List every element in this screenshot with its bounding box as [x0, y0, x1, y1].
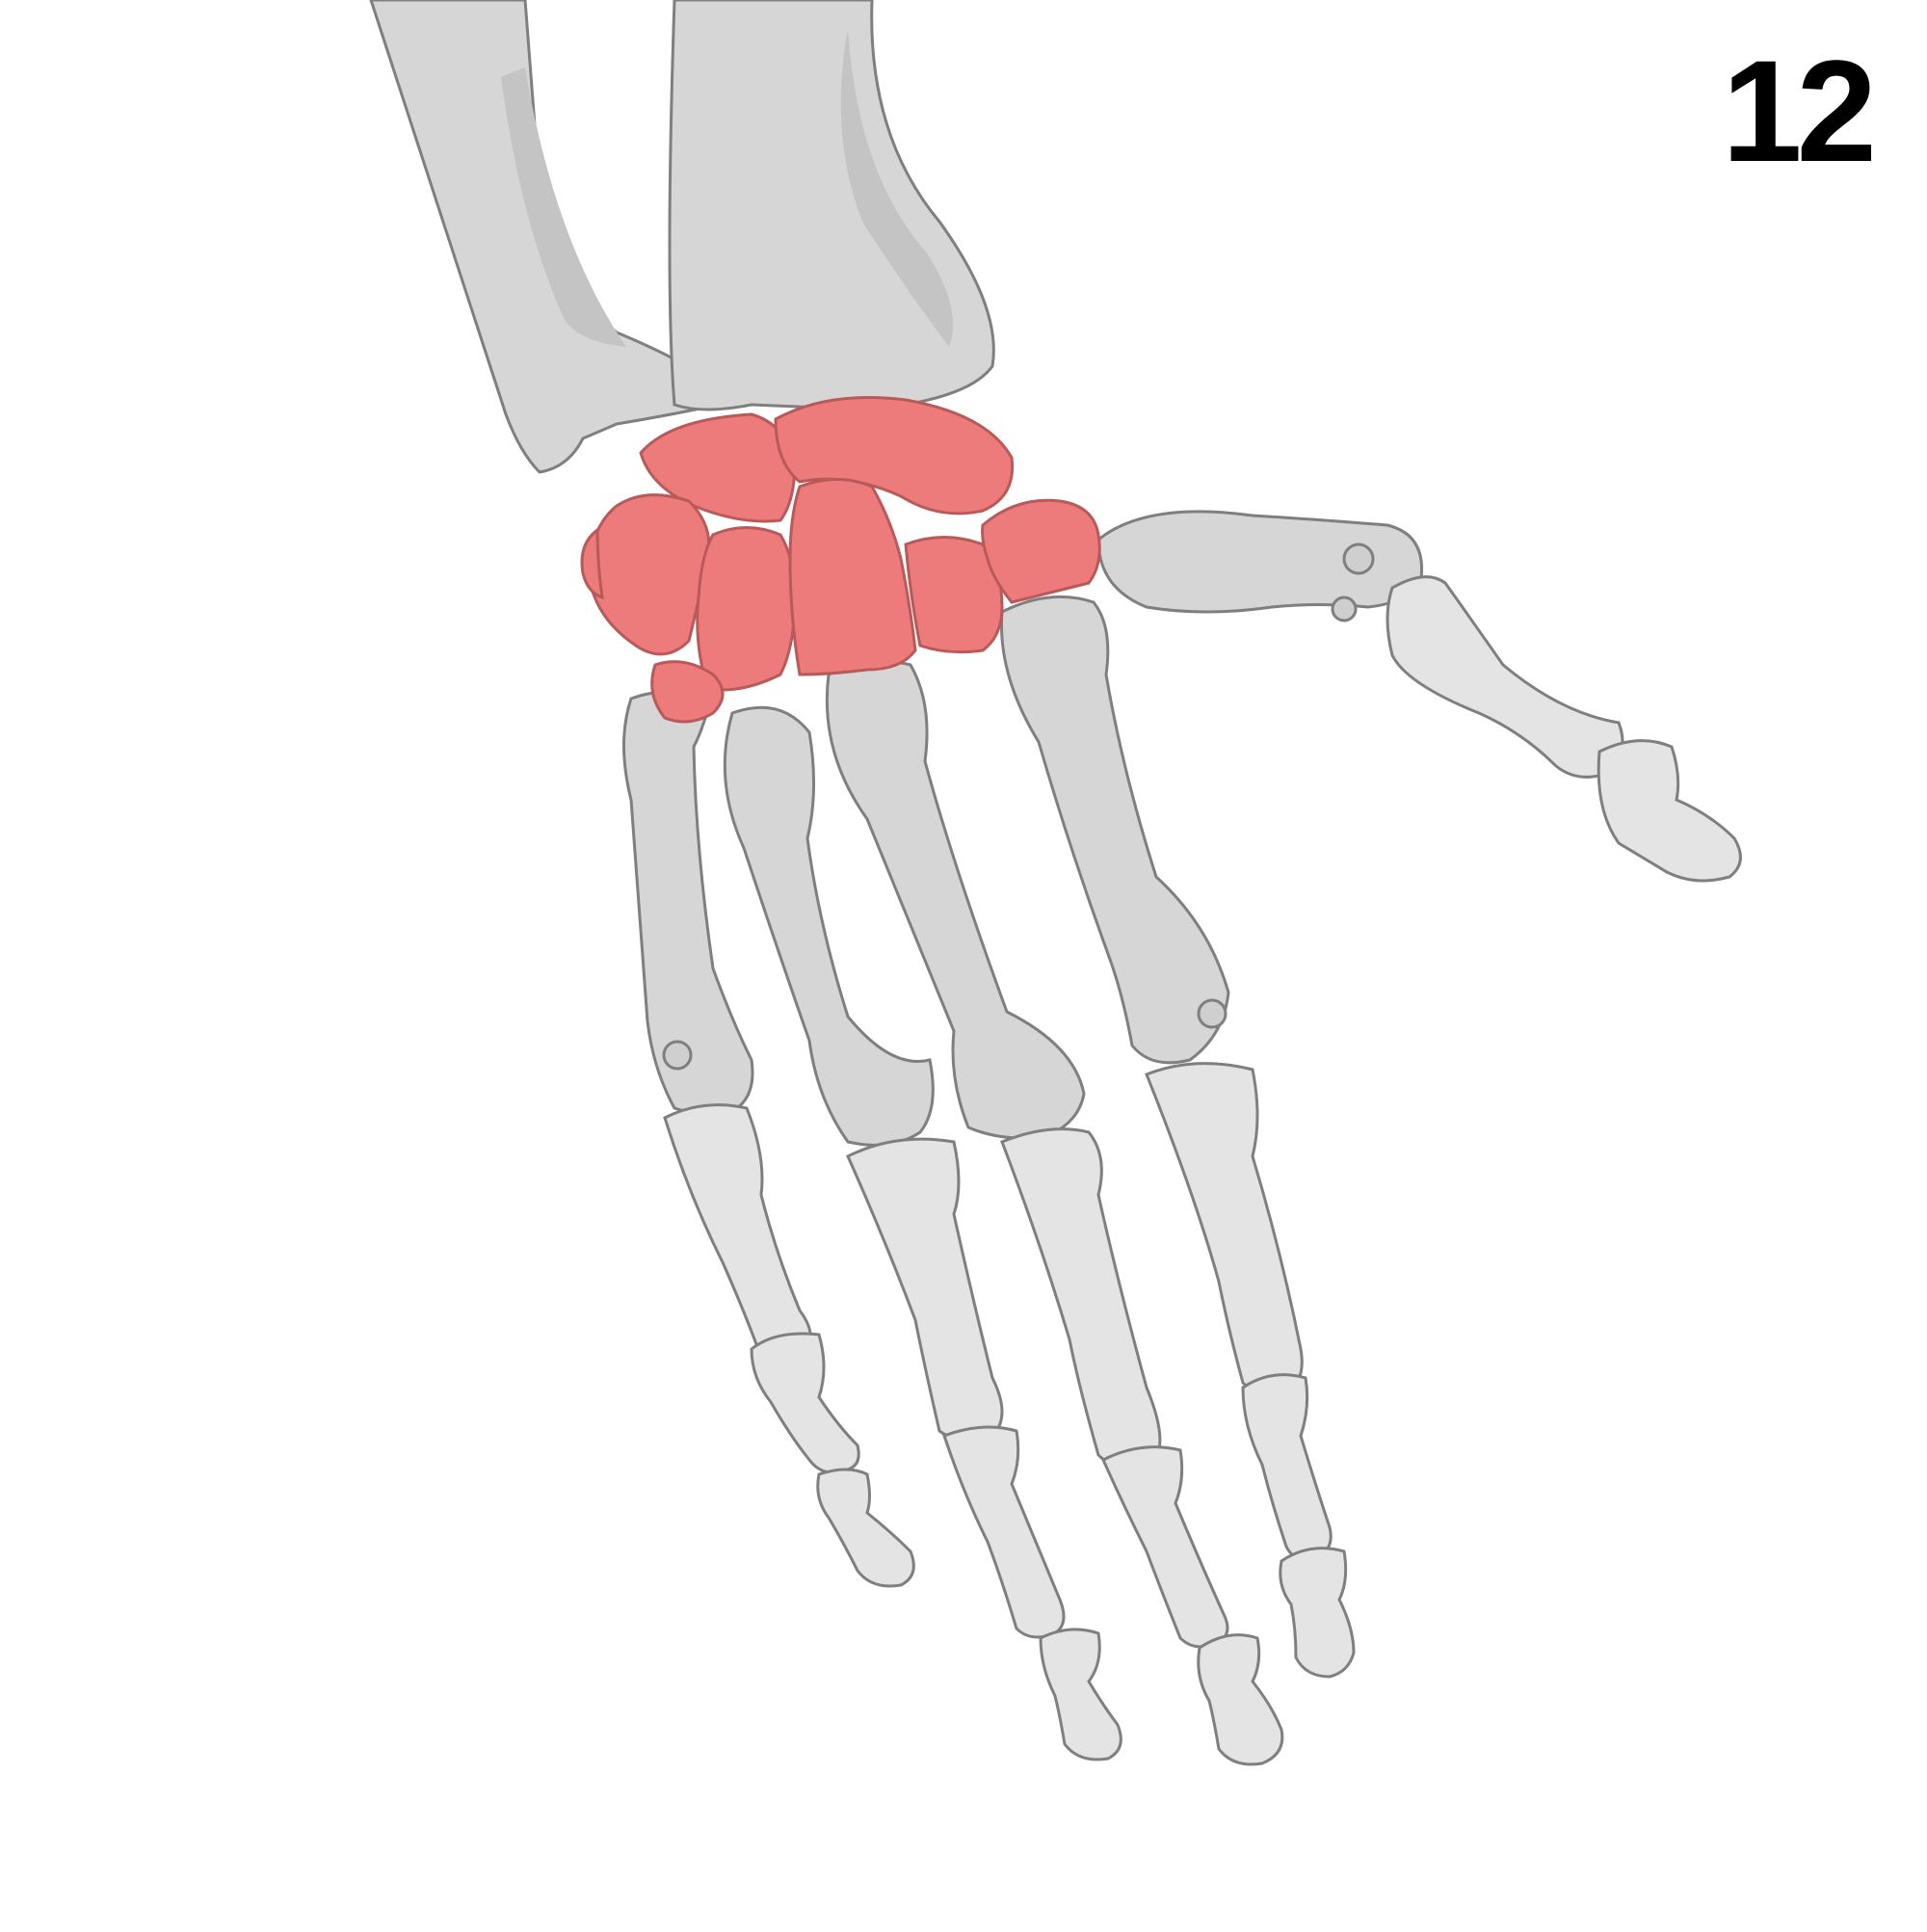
- carpal-pisiform: [580, 526, 604, 600]
- carpal-bones: [580, 396, 1101, 724]
- sesamoid-1b: [1331, 595, 1358, 622]
- distal-phalanx-3: [1197, 1633, 1284, 1766]
- distal-phalanx-4: [1039, 1628, 1122, 1761]
- proximal-phalanx-4: [846, 1137, 1004, 1442]
- middle-phalanx-2: [1241, 1373, 1333, 1561]
- sesamoid-2: [1197, 998, 1227, 1029]
- carpal-trapezium: [981, 498, 1101, 604]
- sesamoid-5: [662, 1040, 693, 1071]
- proximal-phalanx-3: [1000, 1127, 1162, 1469]
- middle-phalanx-4: [942, 1425, 1066, 1639]
- radius-shading: [840, 29, 954, 347]
- carpal-hamate-hook: [650, 660, 725, 724]
- figure-number: 12: [1722, 30, 1877, 192]
- sesamoid-1: [1342, 543, 1375, 575]
- distal-phalanx-5: [816, 1468, 915, 1588]
- middle-phalanx-3: [1101, 1445, 1229, 1649]
- middle-phalanx-5: [750, 1332, 860, 1474]
- carpal-scaphoid: [774, 396, 1015, 516]
- ulna-shading: [501, 67, 626, 347]
- metacarpal-3: [825, 660, 1086, 1140]
- carpal-capitate: [788, 478, 917, 676]
- proximal-phalanx-1: [1386, 575, 1624, 779]
- proximal-phalanx-2: [1145, 1062, 1304, 1395]
- distal-phalanx-1: [1597, 739, 1742, 883]
- carpal-trapezoid: [904, 536, 1004, 654]
- metacarpal-2: [1000, 595, 1230, 1065]
- proximal-phalanx-5: [663, 1103, 812, 1353]
- radius-bone: [668, 0, 995, 411]
- distal-phalanx-2: [1279, 1547, 1356, 1679]
- metacarpal-4: [723, 705, 935, 1147]
- carpal-triquetrum: [586, 493, 711, 656]
- carpal-hamate: [696, 526, 797, 692]
- metacarpal-5: [622, 690, 754, 1116]
